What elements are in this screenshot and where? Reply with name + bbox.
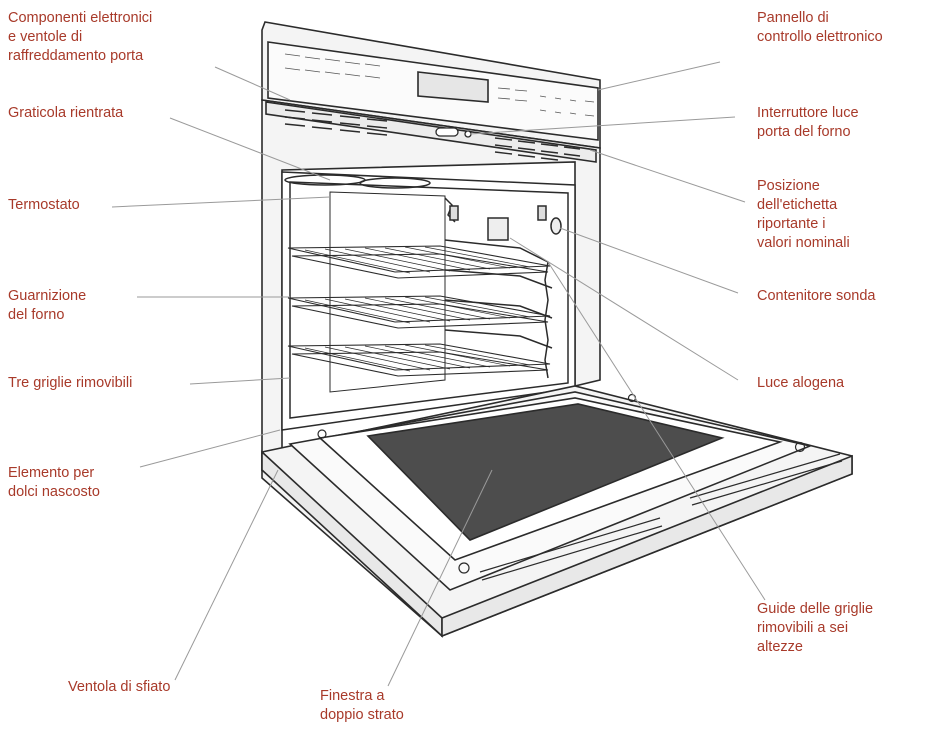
oven-cavity (281, 171, 576, 431)
label-vent-fan: Ventola di sfiato (68, 679, 171, 695)
label-probe-holder: Contenitore sonda (757, 288, 876, 304)
label-electronics: Componenti elettronici e ventole di raff… (8, 10, 153, 64)
leader-lines (111, 61, 766, 687)
label-halogen-light: Luce alogena (757, 375, 845, 391)
label-double-window: Finestra a doppio strato (320, 688, 404, 723)
label-thermostat: Termostato (8, 197, 80, 213)
label-control-panel: Pannello di controllo elettronico (757, 10, 883, 45)
label-gasket: Guarnizione del forno (8, 288, 87, 323)
control-display (417, 71, 489, 103)
label-bake-element: Elemento per dolci nascosto (8, 465, 100, 500)
vent-slots (284, 109, 581, 161)
label-recessed-broiler: Graticola rientrata (8, 105, 124, 121)
label-rack-guides: Guide delle griglie rimovibili a sei alt… (757, 601, 874, 655)
label-light-switch: Interruttore luce porta del forno (757, 105, 859, 140)
oven-door (261, 385, 853, 638)
label-three-racks: Tre griglie rimovibili (8, 375, 133, 391)
label-rating-label: Posizione dell'etichetta riportante i va… (757, 178, 850, 251)
door-window (366, 403, 725, 541)
rack-wires (304, 246, 531, 372)
control-panel-keys (284, 53, 595, 117)
